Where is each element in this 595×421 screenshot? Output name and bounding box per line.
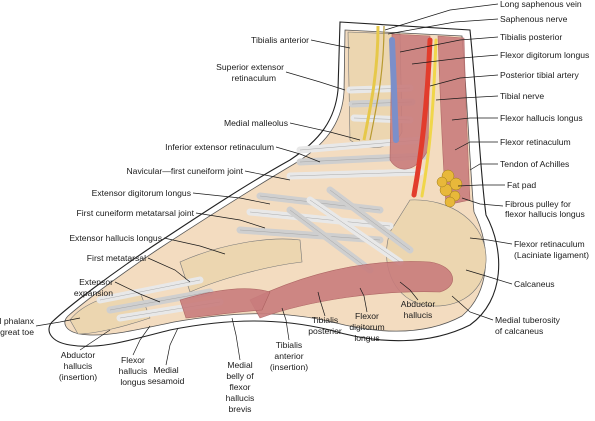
- label-medial-sesamoid-1: Medial: [153, 365, 178, 375]
- label-tibialis-posterior-b1: Tibialis: [312, 315, 338, 325]
- blue-vessel: [389, 37, 399, 143]
- label-tibialis-anterior-ins-1: Tibialis: [276, 340, 302, 350]
- foot-drawing: [48, 21, 500, 347]
- label-posterior-tibial-artery: Posterior tibial artery: [500, 70, 580, 80]
- label-fat-pad: Fat pad: [507, 180, 536, 190]
- label-flexor-digitorum-longus-b2: digitorum: [349, 322, 384, 332]
- label-saphenous-nerve: Saphenous nerve: [500, 14, 568, 24]
- label-inferior-extensor: Inferior extensor retinaculum: [165, 142, 274, 152]
- label-abductor-hallucis-ins-1: Abductor: [61, 350, 96, 360]
- label-fibrous-pulley-2: flexor hallucis longus: [505, 209, 585, 219]
- label-first-cuneiform-joint: First cuneiform metatarsal joint: [77, 208, 195, 218]
- abductor-hallucis-muscle: [249, 261, 453, 319]
- ligament-striation: [249, 211, 391, 227]
- label-medial-malleolus: Medial malleolus: [224, 118, 288, 128]
- label-tibialis-anterior: Tibialis anterior: [251, 35, 309, 45]
- label-tendon-of-achilles: Tendon of Achilles: [500, 159, 569, 169]
- labels: Long saphenous vein Saphenous nerve Tibi…: [0, 0, 589, 414]
- label-calcaneus: Calcaneus: [514, 279, 555, 289]
- label-extensor-expansion-1: Extensor: [79, 277, 113, 287]
- label-abductor-hallucis-b1: Abductor: [401, 299, 436, 309]
- fat-lobule: [444, 196, 456, 208]
- label-navicular-joint: Navicular—first cuneiform joint: [126, 166, 243, 176]
- label-tibial-nerve: Tibial nerve: [500, 91, 544, 101]
- label-medial-belly-5: brevis: [229, 404, 252, 414]
- long-saphenous-vein: [362, 25, 380, 141]
- fat-lobule: [436, 176, 448, 188]
- label-medial-tuberosity-1: Medial tuberosity: [495, 315, 561, 325]
- ligament-striation: [289, 209, 371, 271]
- label-superior-extensor-1: Superior extensor: [216, 62, 284, 72]
- label-medial-belly-4: hallucis: [226, 393, 255, 403]
- label-first-metatarsal: First metatarsal: [87, 253, 146, 263]
- label-medial-belly-2: belly of: [226, 371, 254, 381]
- label-fibrous-pulley-1: Fibrous pulley for: [505, 199, 571, 209]
- label-extensor-digitorum-longus: Extensor digitorum longus: [92, 188, 191, 198]
- tibial-nerve: [420, 38, 438, 198]
- ligament-striation: [99, 279, 201, 301]
- label-abductor-hallucis-b2: hallucis: [404, 310, 433, 320]
- label-abductor-hallucis-ins-2: hallucis: [64, 361, 93, 371]
- saphenous-nerve: [369, 25, 385, 141]
- label-medial-belly-1: Medial: [227, 360, 252, 370]
- label-flexor-hallucis-longus-b3: longus: [120, 377, 145, 387]
- label-medial-sesamoid-2: sesamoid: [148, 376, 185, 386]
- label-long-saphenous-vein: Long saphenous vein: [500, 0, 582, 9]
- ligament-striation: [289, 171, 421, 177]
- ligament-striation: [109, 291, 211, 311]
- skin-outline: [48, 21, 500, 347]
- fat-pad: [436, 169, 463, 208]
- label-flexor-hallucis-longus-b2: hallucis: [119, 366, 148, 376]
- label-distal-phalanx-1: Distal phalanx: [0, 316, 35, 326]
- achilles-region: [437, 35, 471, 206]
- label-flexor-hallucis-longus-right: Flexor hallucis longus: [500, 113, 583, 123]
- ligament-striation: [329, 189, 411, 251]
- first-metatarsal-bone: [179, 238, 303, 293]
- label-tibialis-posterior-top: Tibialis posterior: [500, 32, 562, 42]
- label-flexor-digitorum-longus-top: Flexor digitorum longus: [500, 50, 589, 60]
- label-tibialis-anterior-ins-3: (insertion): [270, 362, 308, 372]
- label-superior-extensor-2: retinaculum: [232, 73, 276, 83]
- label-tibialis-posterior-b2: posterior: [308, 326, 342, 336]
- leader-lines: [35, 3, 513, 366]
- posterior-tibial-artery: [411, 37, 433, 198]
- label-flexor-retinaculum-lac-2: (Laciniate ligament): [514, 250, 589, 260]
- label-distal-phalanx-2: of great toe: [0, 327, 34, 337]
- label-extensor-expansion-2: expansion: [74, 288, 113, 298]
- label-flexor-retinaculum: Flexor retinaculum: [500, 137, 571, 147]
- label-abductor-hallucis-ins-3: (insertion): [59, 372, 97, 382]
- label-flexor-digitorum-longus-b3: longus: [354, 333, 379, 343]
- label-flexor-digitorum-longus-b1: Flexor: [355, 311, 379, 321]
- label-flexor-hallucis-longus-b1: Flexor: [121, 355, 145, 365]
- label-medial-tuberosity-2: of calcaneus: [495, 326, 543, 336]
- label-tibialis-anterior-ins-2: anterior: [274, 351, 303, 361]
- flexor-hallucis-brevis-muscle: [179, 288, 271, 319]
- label-extensor-hallucis-longus: Extensor hallucis longus: [69, 233, 162, 243]
- fat-lobule: [449, 177, 463, 191]
- label-medial-belly-3: flexor: [229, 382, 250, 392]
- ligament-striation: [239, 229, 381, 241]
- label-flexor-retinaculum-lac-1: Flexor retinaculum: [514, 239, 585, 249]
- ligament-striation: [309, 199, 401, 263]
